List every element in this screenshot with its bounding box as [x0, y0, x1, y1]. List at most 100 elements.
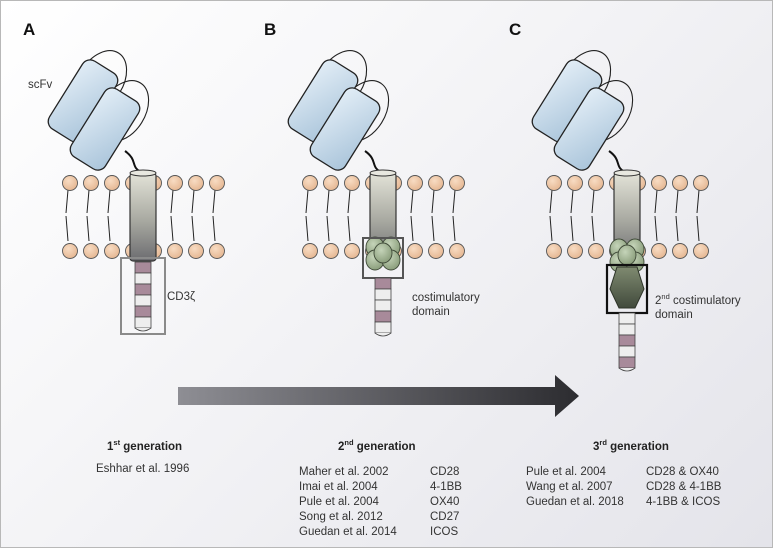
- cd3z-highlight-box: [120, 257, 166, 335]
- reference-citation: Guedan et al. 2014: [299, 526, 397, 538]
- lipid-tail: [675, 215, 679, 242]
- lipid-head: [344, 175, 360, 191]
- lipid-tail: [410, 215, 414, 242]
- lipid-head: [672, 175, 688, 191]
- cd3z-tail-end: [134, 327, 152, 332]
- cd3z-itam-segment: [374, 299, 392, 312]
- cd3z-itam-segment: [374, 288, 392, 301]
- cd3z-itam-segment: [134, 294, 152, 307]
- panel-c-third-generation: [531, 50, 709, 372]
- panel-label-c: C: [509, 20, 522, 39]
- lipid-tail: [570, 215, 574, 242]
- lipid-tail: [452, 189, 456, 214]
- reference-row: Eshhar et al. 1996: [96, 462, 189, 477]
- panel-a-first-generation: [47, 50, 225, 335]
- lipid-tail: [305, 189, 309, 214]
- lipid-tail: [654, 215, 658, 242]
- scfv-light-chain: [69, 87, 141, 171]
- lipid-tail: [65, 215, 69, 242]
- lipid-head: [167, 175, 183, 191]
- lipid-head: [651, 243, 667, 259]
- lipid-tail: [591, 215, 595, 242]
- gen1-sup: st: [113, 438, 121, 447]
- progression-arrow: [178, 375, 579, 417]
- lipid-tail: [654, 189, 658, 214]
- scfv-light-chain: [309, 87, 381, 171]
- lipid-tail: [549, 189, 553, 214]
- reference-citation: Maher et al. 2002: [299, 466, 389, 478]
- second-costimulatory-domain-label: 2nd costimulatory domain: [655, 290, 741, 322]
- cd3z-itam-segment: [618, 356, 636, 369]
- lipid-tail: [326, 189, 330, 214]
- reference-row: Guedan et al. 2014 ICOS: [299, 525, 462, 540]
- lipid-tail: [452, 215, 456, 242]
- lipid-head: [104, 175, 120, 191]
- cd3z-tail-end: [618, 367, 636, 372]
- lipid-head: [62, 243, 78, 259]
- lipid-head: [302, 243, 318, 259]
- lipid-tail: [410, 189, 414, 214]
- lipid-tail: [86, 189, 90, 214]
- generation-heading-3: 3rd generation: [593, 438, 669, 453]
- costimulatory-domain-label: costimulatory domain: [412, 291, 480, 319]
- lipid-head: [302, 175, 318, 191]
- cd3z-itam-segment: [618, 345, 636, 358]
- reference-domain: 4-1BB: [430, 481, 462, 493]
- gen2-sup: nd: [344, 438, 354, 447]
- generation-heading-1: 1st generation: [107, 438, 182, 453]
- lipid-tail: [431, 189, 435, 214]
- lipid-tail: [107, 215, 111, 242]
- lipid-tail: [191, 189, 195, 214]
- lipid-tail: [65, 189, 69, 214]
- costim-label-line1: costimulatory: [412, 292, 480, 304]
- lipid-head: [407, 243, 423, 259]
- lipid-head: [83, 175, 99, 191]
- lipid-head: [567, 243, 583, 259]
- transmembrane-top: [129, 169, 157, 177]
- lipid-tail: [696, 215, 700, 242]
- lipid-head: [693, 243, 709, 259]
- lipid-head: [209, 175, 225, 191]
- lipid-tail: [326, 215, 330, 242]
- costim2-label-line2: domain: [655, 308, 693, 321]
- gen2-num: 2: [338, 440, 345, 453]
- costim2-sup: nd: [661, 292, 670, 301]
- cd3z-itam-segment: [374, 277, 392, 290]
- lipid-head: [104, 243, 120, 259]
- costim2-text: costimulatory: [669, 294, 741, 307]
- lipid-head: [588, 175, 604, 191]
- lipid-tail: [86, 215, 90, 242]
- lipid-head: [428, 243, 444, 259]
- reference-domain: ICOS: [430, 526, 459, 538]
- reference-row: Pule et al. 2004 OX40: [299, 495, 462, 510]
- gen1-num: 1: [107, 440, 114, 453]
- lipid-head: [449, 243, 465, 259]
- lipid-tail: [191, 215, 195, 242]
- lipid-tail: [212, 215, 216, 242]
- reference-domain: OX40: [430, 496, 460, 508]
- gen1-word: generation: [120, 440, 183, 453]
- panel-label-a: A: [23, 20, 36, 39]
- scfv-label: scFv: [28, 79, 53, 91]
- reference-citation: Pule et al. 2004: [526, 466, 606, 478]
- reference-citation: Guedan et al. 2018: [526, 496, 624, 508]
- lipid-tail: [431, 215, 435, 242]
- panel-b-second-generation: [287, 50, 465, 337]
- reference-domain: CD28 & OX40: [646, 466, 719, 478]
- lipid-head: [567, 175, 583, 191]
- scfv-light-chain: [553, 87, 625, 171]
- lipid-tail: [675, 189, 679, 214]
- cd3z-itam-segment: [134, 305, 152, 318]
- reference-citation: Pule et al. 2004: [299, 496, 379, 508]
- lipid-head: [188, 175, 204, 191]
- lipid-head: [167, 243, 183, 259]
- lipid-head: [546, 175, 562, 191]
- cd3z-itam-segment: [374, 321, 392, 334]
- transmembrane-top: [613, 169, 641, 177]
- gen3-word: generation: [606, 440, 669, 453]
- costim2-label-line1: 2nd costimulatory: [655, 290, 741, 308]
